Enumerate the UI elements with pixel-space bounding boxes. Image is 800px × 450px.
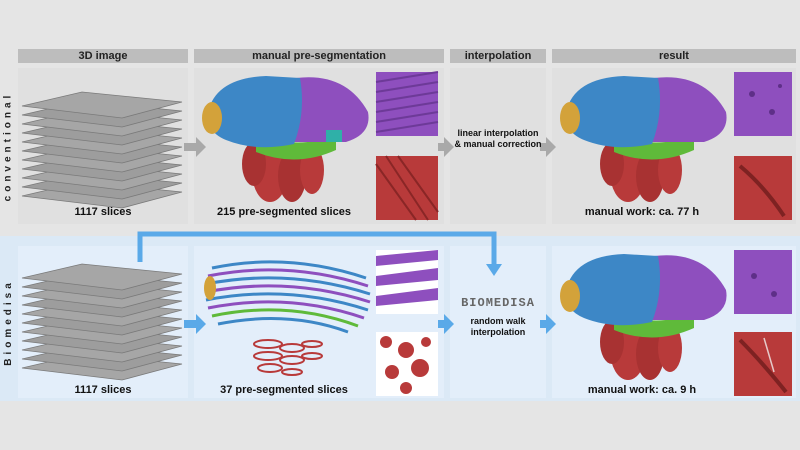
- conventional-result-caption: manual work: ca. 77 h: [584, 206, 700, 218]
- header-interpolation: interpolation: [450, 49, 546, 63]
- conventional-preseg-head-model: [202, 76, 369, 202]
- arrow-preseg-to-interp: [438, 137, 454, 157]
- arrow-interp-to-result: [540, 137, 556, 157]
- conventional-result-red-texture: [734, 156, 792, 220]
- biomedisa-result-purple-texture: [734, 250, 792, 314]
- slice-plane: [21, 263, 183, 291]
- biomedisa-interp-panel: [450, 246, 546, 398]
- conventional-result-head-model: [560, 76, 727, 202]
- biomedisa-slices-caption: 1117 slices: [74, 384, 132, 396]
- conventional-interp-panel: [450, 68, 546, 224]
- arrow-biomedisa-to-result: [540, 314, 556, 334]
- conventional-preseg-red-texture: [375, 155, 439, 221]
- biomedisa-result-red-texture: [734, 332, 792, 396]
- arrow-slices-to-preseg: [184, 137, 206, 157]
- biomedisa-preseg-red-texture: [376, 332, 438, 396]
- conventional-interp-method: linear interpolation & manual correction: [454, 128, 542, 149]
- arrow-slices-to-preseg-blue: [184, 314, 206, 334]
- conventional-preseg-caption: 215 pre-segmented slices: [217, 206, 351, 218]
- arrow-slices-to-biomedisa: [137, 231, 497, 266]
- conventional-preseg-purple-texture: [375, 71, 439, 136]
- header-result: result: [552, 49, 796, 63]
- slice-plane: [21, 91, 183, 119]
- biomedisa-preseg-sparse-model: [204, 260, 371, 376]
- biomedisa-preseg-caption: 37 pre-segmented slices: [220, 384, 348, 396]
- biomedisa-preseg-purple-texture: [376, 250, 438, 314]
- arrow-preseg-to-biomedisa: [438, 314, 454, 334]
- conventional-slices-caption: 1117 slices: [74, 206, 132, 218]
- arrow-slices-to-biomedisa-head: [486, 264, 502, 276]
- conventional-result-purple-texture: [734, 72, 792, 136]
- header-3d-image: 3D image: [18, 49, 188, 63]
- biomedisa-logo: BIOMEDISA: [461, 296, 535, 310]
- biomedisa-result-head-model: [560, 254, 727, 380]
- biomedisa-result-caption: manual work: ca. 9 h: [587, 384, 697, 396]
- header-manual-pre-segmentation: manual pre-segmentation: [194, 49, 444, 63]
- biomedisa-interp-method: random walk interpolation: [470, 316, 526, 337]
